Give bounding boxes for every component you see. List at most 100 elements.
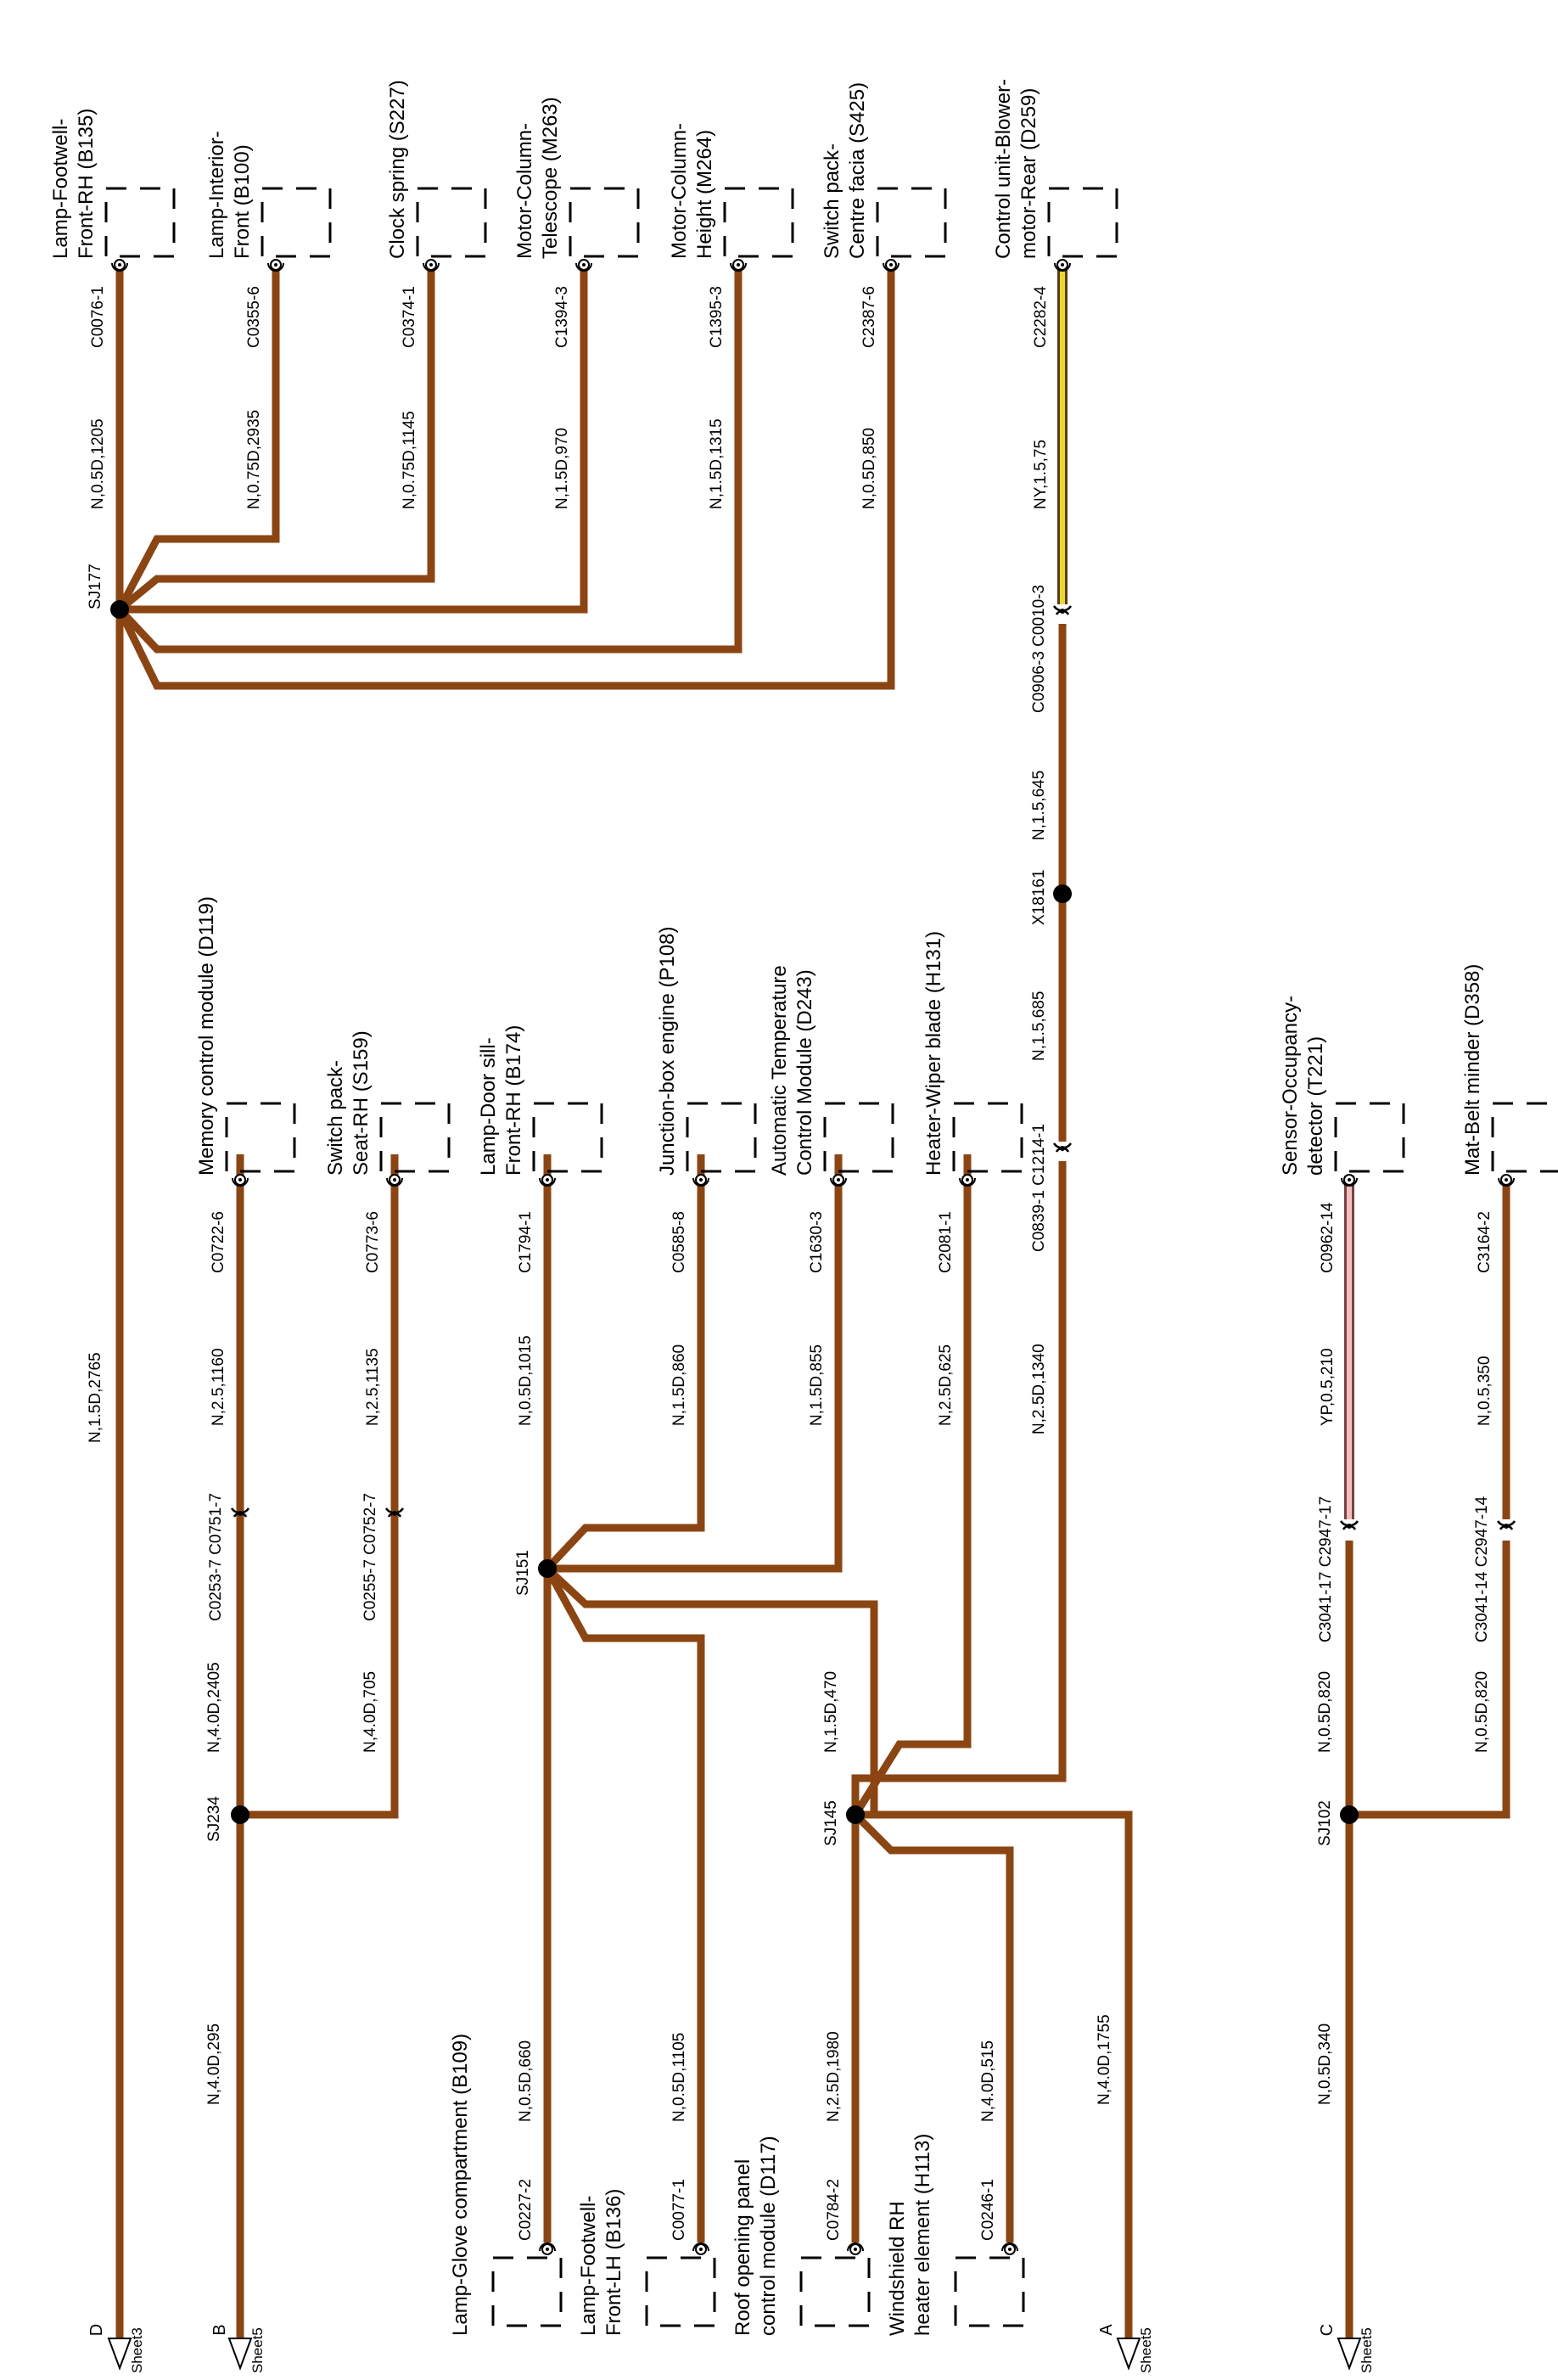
- component-box-bottom-3-outline: [954, 2256, 1025, 2327]
- mid-connector-label-6: C0962-14: [1319, 1202, 1337, 1273]
- component-box-mid-7[interactable]: [1491, 1102, 1558, 1173]
- wire-label-c_trunk: N,0.5D,340: [1316, 2024, 1334, 2105]
- splice-junctions: [107, 600, 1362, 2371]
- splice-label-3: SJ145: [822, 1800, 840, 1846]
- inline-connector-label-3: C0255-7 C0752-7: [361, 1493, 379, 1621]
- splice-dot-5: [1053, 884, 1072, 903]
- component-box-top-2[interactable]: [416, 187, 487, 258]
- bottom-connector-label-0: C0227-2: [517, 2179, 535, 2241]
- connector-mid-3: [692, 1174, 709, 1187]
- wire-b136: [544, 1566, 705, 2242]
- connector-mid-2: [539, 1174, 556, 1187]
- component-box-top-3[interactable]: [569, 187, 640, 258]
- top-component-name-2-0: Clock spring (S227): [386, 80, 409, 259]
- top-wire-label-1: N,0.75D,2935: [245, 410, 263, 509]
- component-box-top-4[interactable]: [723, 187, 794, 258]
- top-component-name-0-0: Lamp-Footwell-: [49, 119, 72, 259]
- sheet-ref-letter-3: C: [1318, 2324, 1337, 2336]
- component-box-top-5[interactable]: [876, 187, 947, 258]
- inline-connector-0: [1052, 605, 1073, 615]
- sheet-ref-name-2: Sheet5: [1138, 2327, 1154, 2373]
- inline-connector-1: [1052, 1142, 1073, 1153]
- component-box-mid-1-outline: [379, 1102, 451, 1173]
- component-box-top-2-outline: [416, 187, 487, 258]
- bottom-component-name-3-1: heater element (H113): [911, 2134, 934, 2336]
- top-connector-label-6: C2282-4: [1032, 286, 1050, 348]
- inline-connector-2: [230, 1507, 250, 1518]
- mid-component-name-1-0: Switch pack-: [324, 1060, 347, 1176]
- sheet-ref-arrow-2[interactable]: [1116, 2338, 1141, 2371]
- component-box-mid-5[interactable]: [952, 1102, 1023, 1173]
- component-box-bottom-0[interactable]: [491, 2256, 563, 2327]
- mid-component-name-6-0: Sensor-Occupancy-: [1279, 996, 1302, 1176]
- wire-d243: [547, 1154, 843, 1573]
- wire-sj151-sj145: [544, 1565, 878, 1815]
- sheet-ref-arrow-3[interactable]: [1337, 2338, 1362, 2371]
- top-wire-label-2: N,0.75D,1145: [401, 411, 418, 509]
- mid-component-name-2-1: Front-RH (B174): [502, 1025, 525, 1176]
- component-box-mid-2[interactable]: [532, 1102, 603, 1173]
- component-box-mid-0[interactable]: [225, 1102, 296, 1173]
- mid-connector-label-2: C1794-1: [517, 1211, 535, 1273]
- component-box-bottom-2[interactable]: [799, 2256, 871, 2327]
- connector-bottom-1: [692, 2242, 709, 2255]
- wire-label-x18161_down: N,1.5,685: [1030, 991, 1048, 1061]
- wire-h113: [852, 1811, 1014, 2242]
- wire-label-a_trunk: N,4.0D,1755: [1096, 2014, 1113, 2105]
- component-box-top-1[interactable]: [261, 187, 332, 258]
- bottom-connector-label-3: C0246-1: [979, 2179, 997, 2241]
- connector-top-0: [111, 259, 128, 272]
- component-box-top-1-outline: [261, 187, 332, 258]
- mid-connector-label-5: C2081-1: [937, 1211, 955, 1273]
- mid-component-name-3-0: Junction-box engine (P108): [656, 926, 679, 1176]
- component-box-mid-2-outline: [532, 1102, 603, 1173]
- inline-connector-label-5: C3041-14 C2947-14: [1473, 1496, 1491, 1642]
- connector-mid-5: [959, 1174, 976, 1187]
- component-box-bottom-3[interactable]: [954, 2256, 1025, 2327]
- component-box-bottom-1[interactable]: [645, 2256, 716, 2327]
- inline-connector-4: [1339, 1520, 1359, 1530]
- wire-a-trunk: [855, 1810, 1133, 2338]
- inline-connector-label-2: C0253-7 C0751-7: [207, 1493, 225, 1621]
- top-component-name-6-1: motor-Rear (D259): [1017, 88, 1040, 259]
- sheet-ref-arrow-1[interactable]: [227, 2338, 253, 2371]
- top-wire-label-6: NY,1.5,75: [1032, 440, 1050, 509]
- mid-component-name-5-0: Heater-Wiper blade (H131): [922, 931, 945, 1176]
- sheet-ref-letter-2: A: [1097, 2324, 1116, 2336]
- connector-top-1: [267, 259, 284, 272]
- splice-dot-1: [231, 1805, 249, 1824]
- top-connector-label-4: C1395-3: [708, 286, 726, 348]
- sheet-ref-name-1: Sheet5: [249, 2327, 266, 2373]
- mid-connector-label-3: C0585-8: [670, 1211, 688, 1273]
- top-component-name-1-1: Front (B100): [231, 144, 254, 259]
- mid-component-name-1-1: Seat-RH (S159): [350, 1030, 373, 1176]
- bottom-component-name-2-1: control module (D117): [757, 2136, 780, 2336]
- top-component-name-5-0: Switch pack-: [821, 143, 843, 259]
- sheet-ref-letter-0: D: [87, 2324, 106, 2336]
- top-component-name-4-0: Motor-Column-: [668, 123, 691, 259]
- component-box-top-6[interactable]: [1047, 187, 1118, 258]
- sheet-ref-arrow-0[interactable]: [107, 2338, 132, 2371]
- top-wire-label-0: N,0.5D,1205: [89, 418, 107, 509]
- top-connector-label-0: C0076-1: [89, 286, 107, 348]
- component-box-mid-3[interactable]: [686, 1102, 757, 1173]
- connector-mid-7: [1498, 1174, 1515, 1187]
- connector-bottom-3: [1001, 2242, 1018, 2255]
- component-box-mid-6[interactable]: [1334, 1102, 1405, 1173]
- bottom-wire-label-2: N,2.5D,1980: [825, 2031, 843, 2122]
- mid-wire-label-5: N,2.5D,625: [937, 1344, 955, 1426]
- component-box-top-3-outline: [569, 187, 640, 258]
- top-connector-label-1: C0355-6: [245, 286, 263, 348]
- wire-m264: [116, 270, 743, 654]
- component-box-mid-1[interactable]: [379, 1102, 451, 1173]
- mid-connector-label-7: C3164-2: [1476, 1211, 1494, 1273]
- bottom-component-name-2-0: Roof opening panel: [731, 2159, 754, 2336]
- component-box-mid-4[interactable]: [823, 1102, 894, 1173]
- top-connector-label-3: C1394-3: [553, 286, 571, 348]
- connector-mid-1: [386, 1174, 403, 1187]
- labels: Lamp-Footwell-Front-RH (B135)C0076-1N,0.…: [49, 79, 1494, 2373]
- top-component-name-5-1: Centre facia (S425): [846, 82, 869, 259]
- wire-s227: [117, 270, 435, 613]
- splice-label-0: SJ177: [87, 564, 104, 609]
- component-box-top-0[interactable]: [104, 187, 176, 258]
